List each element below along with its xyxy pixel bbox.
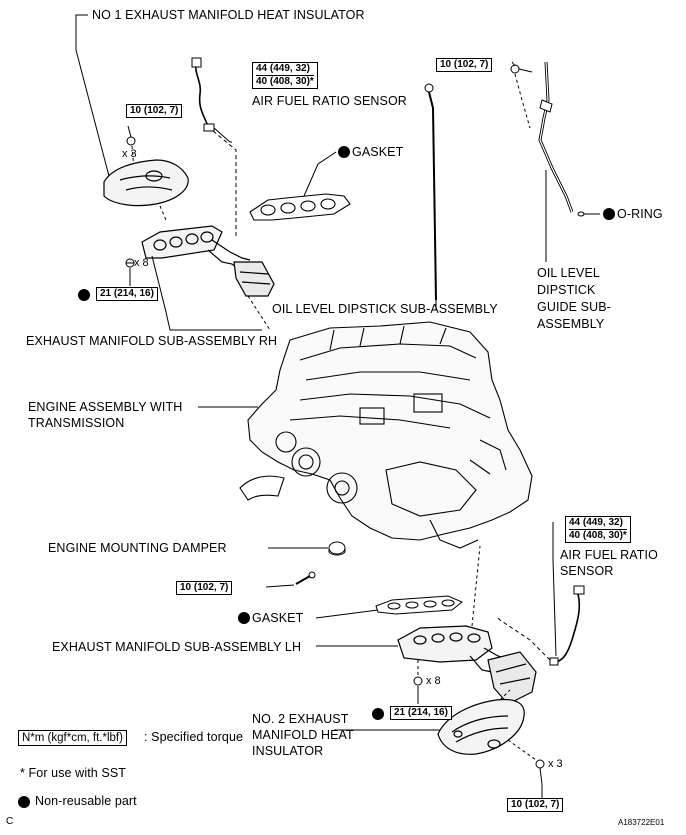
leader-heat-insulator-1 [75, 14, 111, 181]
label-manifold-lh: EXHAUST MANIFOLD SUB-ASSEMBLY LH [52, 640, 302, 654]
dashed-sensor-lh [497, 617, 551, 661]
figure-id: A183722E01 [618, 818, 665, 827]
gasket-rh-part [249, 193, 351, 221]
leader-af-sensor-rh [213, 127, 232, 143]
torque-value-sst: 40 (408, 30)* [256, 75, 314, 87]
dashed-sensor-rh [212, 130, 237, 236]
label-dipstick: OIL LEVEL DIPSTICK SUB-ASSEMBLY [272, 302, 498, 316]
leader-bolt-guide [511, 61, 516, 67]
dashed-lh-insulator-manifold [499, 689, 511, 701]
torque-box-dipstick-guide-bolt: 10 (102, 7) [436, 58, 493, 72]
bolt-lh-insulator [535, 759, 545, 785]
label-af-sensor-rh: AIR FUEL RATIO SENSOR [252, 94, 407, 108]
label-heat-insulator-1: NO 1 EXHAUST MANIFOLD HEAT INSULATOR [92, 8, 365, 22]
non-reusable-marker-gasket-lh [238, 612, 250, 624]
af-sensor-lh-part [549, 585, 585, 666]
leader-rh-insulator-to-manifold [159, 205, 167, 221]
exhaust-manifold-lh-part [397, 625, 537, 705]
corner-mark: C [6, 816, 14, 827]
leader-gasket-lh [315, 609, 379, 619]
leader-gasket-rh [303, 151, 337, 197]
oil-level-dipstick-part [424, 83, 437, 310]
label-heat-insulator-2-line3: INSULATOR [252, 744, 324, 758]
label-guide-line1: OIL LEVEL [537, 266, 600, 280]
exhaust-manifold-rh-part [141, 225, 275, 297]
nut-lh-manifold [413, 676, 423, 686]
oil-level-dipstick-guide-part [538, 61, 574, 213]
legend-torque-desc: : Specified torque [144, 730, 244, 744]
af-sensor-rh-part [191, 57, 215, 132]
nut-rh-manifold [125, 258, 135, 268]
qty-lh-manifold-nuts: x 8 [426, 675, 441, 687]
torque-value-sst: 40 (408, 30)* [569, 529, 627, 541]
qty-rh-manifold-nuts: x 8 [134, 257, 149, 269]
heat-insulator-rh-part [103, 159, 189, 207]
label-damper: ENGINE MOUNTING DAMPER [48, 541, 227, 555]
dashed-lh-bolt [507, 739, 537, 761]
non-reusable-marker-lh-nut [372, 708, 384, 720]
label-heat-insulator-2-line2: MANIFOLD HEAT [252, 728, 354, 742]
label-guide-line4: ASSEMBLY [537, 317, 605, 331]
torque-value: 44 (449, 32) [256, 63, 310, 74]
label-o-ring: O-RING [617, 207, 663, 221]
o-ring-part [577, 211, 585, 217]
dashed-lh-manifold-engine [471, 545, 481, 627]
label-guide-line3: GUIDE SUB- [537, 300, 611, 314]
torque-box-rh-insulator-bolt: 10 (102, 7) [126, 104, 183, 118]
torque-value: 44 (449, 32) [569, 517, 623, 528]
label-af-sensor-lh-line1: AIR FUEL RATIO [560, 548, 658, 562]
label-gasket-rh: GASKET [352, 145, 404, 159]
label-gasket-lh: GASKET [252, 611, 304, 625]
leader-manifold-rh [151, 255, 262, 331]
qty-lh-insulator-bolts: x 3 [548, 758, 563, 770]
bolt-damper [295, 571, 316, 585]
bolt-rh-insulator [126, 125, 136, 146]
torque-box-af-sensor-rh: 44 (449, 32) 40 (408, 30)* [252, 62, 318, 89]
torque-box-lh-manifold-nut: 21 (214, 16) [390, 706, 452, 720]
label-af-sensor-lh-line2: SENSOR [560, 564, 614, 578]
engine-mounting-damper-part [328, 541, 346, 556]
legend-non-reusable: Non-reusable part [35, 794, 137, 808]
gasket-lh-part [375, 595, 463, 615]
label-engine-line1: ENGINE ASSEMBLY WITH [28, 400, 183, 414]
torque-box-lh-insulator-bolt: 10 (102, 7) [507, 798, 564, 812]
dashed-guide-bolt [514, 73, 531, 129]
label-manifold-rh: EXHAUST MANIFOLD SUB-ASSEMBLY RH [26, 334, 278, 348]
non-reusable-marker-rh-nut [78, 289, 90, 301]
torque-box-af-sensor-lh: 44 (449, 32) 40 (408, 30)* [565, 516, 631, 543]
torque-box-damper-bolt: 10 (102, 7) [176, 581, 233, 595]
leader-af-sensor-lh [552, 522, 557, 657]
legend-non-reusable-marker [18, 796, 30, 808]
label-heat-insulator-2-line1: NO. 2 EXHAUST [252, 712, 349, 726]
legend-torque-unit: N*m (kgf*cm, ft.*lbf) [18, 730, 127, 746]
qty-rh-insulator-bolts: x 3 [122, 148, 137, 160]
leader-rh-manifold-to-engine [247, 295, 271, 331]
non-reusable-marker-gasket-rh [338, 146, 350, 158]
leader-bolt-damper [265, 584, 295, 588]
torque-box-rh-manifold-nut: 21 (214, 16) [96, 287, 158, 301]
label-engine-line2: TRANSMISSION [28, 416, 125, 430]
engine-assembly-part [239, 321, 533, 549]
legend-sst-note: * For use with SST [20, 766, 126, 780]
non-reusable-marker-o-ring [603, 208, 615, 220]
label-guide-line2: DIPSTICK [537, 283, 596, 297]
bolt-dipstick-guide [510, 64, 533, 74]
heat-insulator-lh-part [437, 698, 525, 755]
